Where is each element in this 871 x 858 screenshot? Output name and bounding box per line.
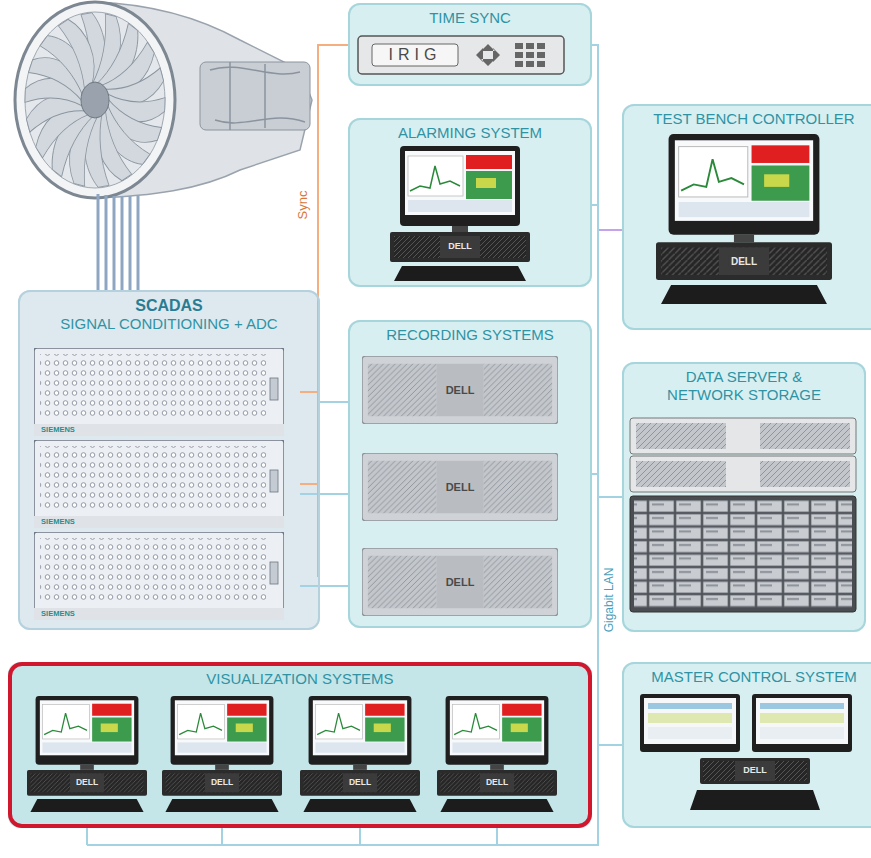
device-display: IRIG	[387, 46, 444, 64]
box-subtitle: SIGNAL CONDITIONING + ADC	[20, 315, 318, 333]
box-fill	[348, 320, 592, 628]
visualization-workstation	[437, 696, 557, 812]
lan-line	[592, 205, 622, 497]
bench-link	[598, 230, 622, 497]
irig-device	[358, 36, 564, 74]
lan-line	[592, 474, 622, 497]
visualization-box: VISUALIZATION SYSTEMS	[8, 662, 592, 828]
scadas-box: SCADASSIGNAL CONDITIONING + ADC	[18, 290, 320, 630]
box-fill	[348, 3, 592, 86]
engine-illustration	[15, 2, 312, 198]
box-fills	[8, 3, 871, 828]
box-fill	[622, 662, 871, 828]
box-title: ALARMING SYSTEM	[350, 124, 590, 142]
lan-line	[592, 45, 622, 497]
box-title: MASTER CONTROL SYSTEM	[624, 668, 871, 686]
brand-logo: DELL	[209, 778, 235, 787]
lan-line	[497, 497, 622, 845]
box-title: SCADAS	[20, 296, 318, 315]
scadas-rack	[34, 348, 284, 436]
lan-line	[320, 401, 348, 403]
brand-logo: DELL	[729, 256, 759, 267]
fan-casing	[15, 2, 175, 198]
vendor-name: SIEMENS	[39, 610, 77, 618]
time-sync-box: TIME SYNC	[348, 3, 592, 86]
vendor-name: SIEMENS	[39, 518, 77, 526]
brand-logo: DELL	[347, 778, 373, 787]
wire-stubs	[87, 392, 497, 845]
visualization-workstation	[300, 696, 420, 812]
engine-core	[200, 62, 310, 130]
box-fill	[622, 104, 871, 330]
brand-logo: DELL	[446, 242, 474, 252]
box-fill	[18, 290, 320, 630]
box-title: TEST BENCH CONTROLLER	[624, 110, 871, 128]
box-fill	[348, 118, 592, 287]
fan-face	[25, 12, 165, 188]
edge-label: Sync	[296, 189, 310, 222]
storage-box: DATA SERVER & NETWORK STORAGE	[622, 362, 866, 632]
brand-logo: DELL	[484, 778, 510, 787]
alarm-box: ALARMING SYSTEM	[348, 118, 592, 287]
fan-blades	[23, 12, 166, 188]
network-label: Gigabit LAN	[603, 566, 616, 635]
box-fill	[622, 362, 866, 632]
sensor-cables	[98, 194, 138, 290]
box-title: RECORDING SYSTEMS	[350, 326, 590, 344]
box-fill	[8, 662, 592, 828]
visualization-workstation	[162, 696, 282, 812]
fan-hub	[81, 82, 109, 118]
bench-workstation	[656, 134, 832, 304]
recording-server	[362, 548, 558, 616]
scadas-rack	[34, 532, 284, 620]
sync-line	[318, 45, 348, 576]
engine-pipes	[210, 62, 305, 130]
master-workstation	[640, 694, 852, 810]
box-title: VISUALIZATION SYSTEMS	[12, 670, 588, 688]
brand-logo: DELL	[444, 481, 477, 493]
box-title: DATA SERVER & NETWORK STORAGE	[662, 368, 827, 404]
lan-line	[598, 497, 622, 745]
vendor-name: SIEMENS	[39, 426, 77, 434]
alarm-workstation	[390, 146, 530, 281]
brand-logo: DELL	[741, 766, 769, 776]
master-box: MASTER CONTROL SYSTEM	[622, 662, 871, 828]
box-title: TIME SYNC	[350, 9, 590, 27]
brand-logo: DELL	[444, 576, 477, 588]
brand-logo: DELL	[444, 384, 477, 396]
visualization-workstation	[27, 696, 147, 812]
brand-logo: DELL	[74, 778, 100, 787]
recording-server	[362, 453, 558, 521]
scadas-rack	[34, 440, 284, 528]
bench-box: TEST BENCH CONTROLLER	[622, 104, 871, 330]
recording-server	[362, 356, 558, 424]
storage-array	[630, 418, 856, 612]
